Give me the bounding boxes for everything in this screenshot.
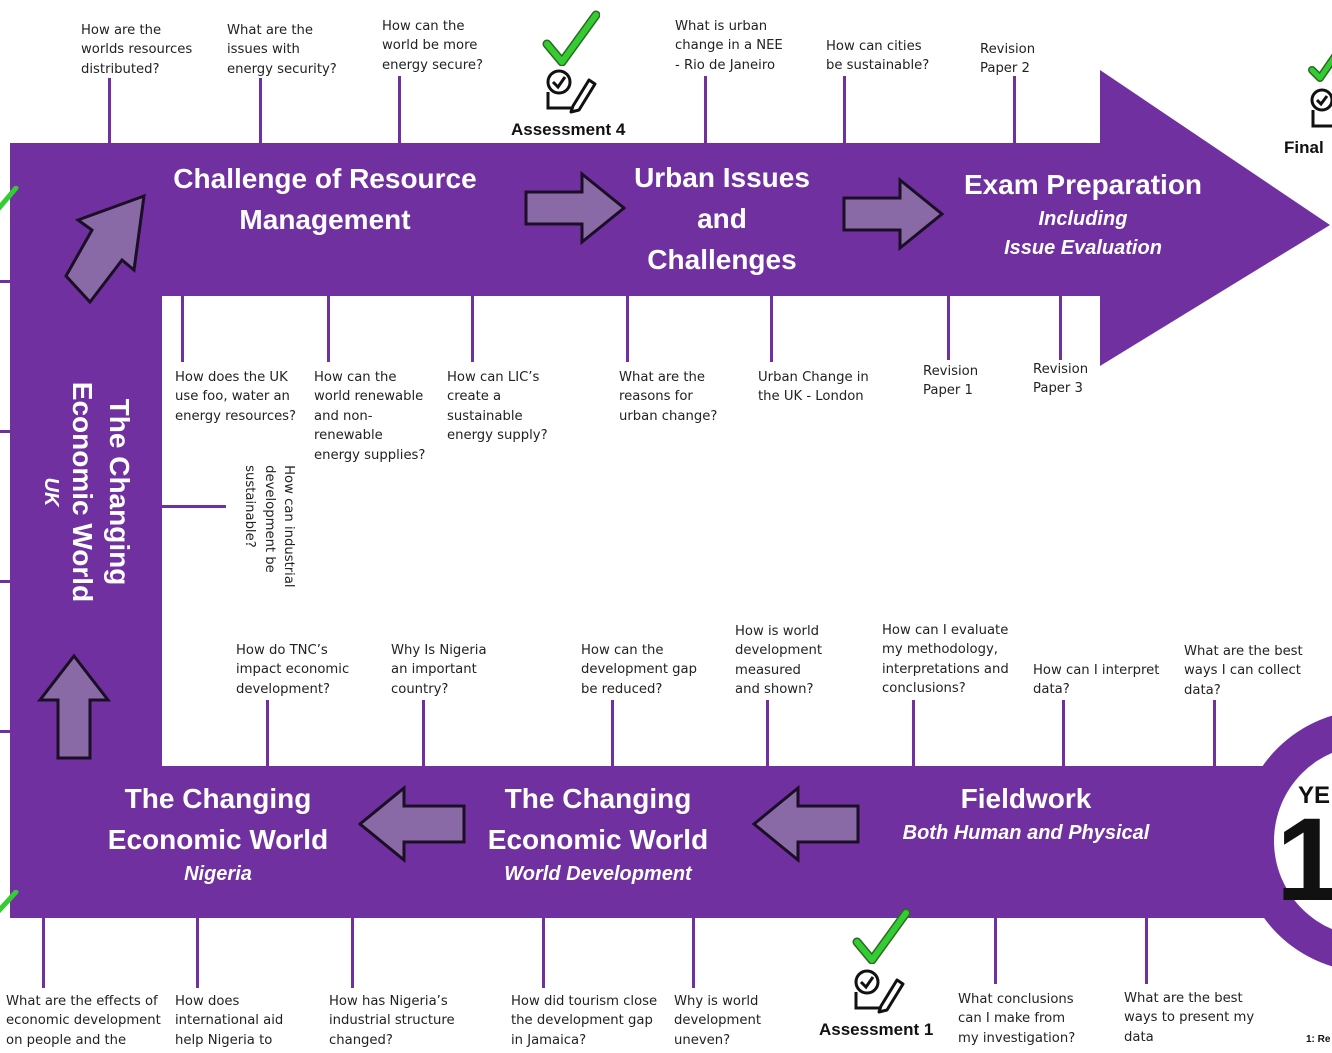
check-mark-icon <box>852 908 910 964</box>
section-subtitle-world-development: World Development <box>504 863 692 885</box>
year-badge-ring <box>1239 715 1332 967</box>
connector-line <box>843 76 846 144</box>
connector-line <box>1213 700 1216 766</box>
connector-line <box>994 918 997 984</box>
section-title-resource-management: Challenge of Resource Management <box>173 163 477 235</box>
check-mark-icon <box>0 186 19 211</box>
connector-line <box>542 918 545 988</box>
question-tnc-impact: How do TNC’s impact economic development… <box>236 643 350 697</box>
section-title-world-development: The Changing Economic World <box>487 783 709 855</box>
check-mark-icon <box>542 10 600 66</box>
question-collect-data: What are the best ways I can collect dat… <box>1184 644 1303 698</box>
question-evaluate-methodology: How can I evaluate my methodology, inter… <box>882 623 1009 697</box>
question-urban-change-reasons: What are the reasons for urban change? <box>619 370 718 424</box>
question-lic-energy: How can LIC’s create a sustainable energ… <box>447 370 548 444</box>
question-energy-supplies: How can the world renewable and non- ren… <box>314 370 426 463</box>
bottom-band <box>10 766 1332 918</box>
question-urban-change-uk: Urban Change in the UK - London <box>758 370 869 405</box>
connector-line <box>1145 918 1148 984</box>
year-badge-text: YE <box>1298 782 1331 809</box>
assessment-icon <box>854 969 905 1014</box>
connector-line <box>351 918 354 988</box>
question-uk-resources: How does the UK use foo, water an energy… <box>175 370 297 424</box>
section-subtitle-nigeria: Nigeria <box>184 863 252 885</box>
assessment-icon <box>546 69 597 114</box>
connector-line <box>912 700 915 766</box>
check-mark-icon <box>0 890 19 914</box>
question-industrial-sustainable: How can industrial development be sustai… <box>242 465 297 588</box>
connector-line <box>770 296 773 362</box>
final-assessment-label: Final <box>1284 138 1324 157</box>
arrow-left-icon <box>751 784 860 864</box>
question-conclusions: What conclusions can I make from my inve… <box>958 992 1076 1046</box>
connector-line <box>162 505 226 508</box>
question-world-dev-measured: How is world development measured and sh… <box>735 624 822 698</box>
section-title-nigeria: The Changing Economic World <box>107 783 329 855</box>
connector-line <box>626 296 629 362</box>
question-nigeria-important: Why Is Nigeria an important country? <box>391 643 487 697</box>
connector-line <box>0 580 12 583</box>
assessment-1-label: Assessment 1 <box>819 1020 934 1039</box>
connector-line <box>0 280 12 283</box>
section-title-urban-issues: Urban Issues and Challenges <box>634 162 810 275</box>
year-badge-number: 1 <box>1276 794 1332 926</box>
connector-line <box>1013 76 1016 144</box>
connector-line <box>42 918 45 988</box>
question-resources-distributed: How are the worlds resources distributed… <box>81 23 193 77</box>
revision-paper-2: Revision Paper 2 <box>980 42 1036 77</box>
question-dev-gap-reduced: How can the development gap be reduced? <box>581 643 698 697</box>
assessment-icon <box>1310 88 1332 128</box>
section-subtitle-fieldwork: Both Human and Physical <box>902 822 1150 844</box>
section-title-fieldwork: Fieldwork <box>960 783 1092 814</box>
connector-line <box>0 730 12 733</box>
arrow-up-icon <box>36 653 112 760</box>
arrow-up-right-icon <box>64 193 146 305</box>
connector-line <box>422 700 425 766</box>
check-mark-icon <box>1308 53 1332 82</box>
connector-line <box>266 700 269 766</box>
question-energy-secure: How can the world be more energy secure? <box>382 19 483 73</box>
question-urban-change-nee: What is urban change in a NEE - Rio de J… <box>675 19 783 73</box>
revision-paper-1: Revision Paper 1 <box>923 364 979 399</box>
connector-line <box>611 700 614 766</box>
question-tourism-gap: How did tourism close the development ga… <box>511 994 658 1048</box>
connector-line <box>196 918 199 988</box>
connector-line <box>108 78 111 144</box>
connector-line <box>947 296 950 360</box>
arrow-right-icon <box>524 170 627 246</box>
top-band-arrow-head <box>1100 70 1330 366</box>
question-industrial-structure: How has Nigeria’s industrial structure c… <box>329 994 455 1048</box>
connector-line <box>1062 700 1065 766</box>
connector-line <box>259 78 262 144</box>
footnote: 1: Re <box>1306 1034 1331 1045</box>
assessment-4-label: Assessment 4 <box>511 120 626 139</box>
connector-line <box>0 430 12 433</box>
question-sustainable-cities: How can cities be sustainable? <box>826 39 930 74</box>
question-world-dev-uneven: Why is world development uneven? <box>674 994 761 1048</box>
question-energy-security-issues: What are the issues with energy security… <box>227 23 337 77</box>
connector-line <box>766 700 769 766</box>
connector-line <box>327 296 330 362</box>
section-title-exam-preparation: Exam Preparation <box>963 169 1203 200</box>
arrow-left-icon <box>357 784 466 864</box>
question-effects-development: What are the effects of economic develop… <box>6 994 161 1048</box>
revision-paper-3: Revision Paper 3 <box>1033 362 1089 397</box>
connector-line <box>181 296 184 362</box>
connector-line <box>1059 296 1062 360</box>
connector-line <box>398 76 401 144</box>
section-subtitle-exam-preparation: Including Issue Evaluation <box>1004 208 1162 259</box>
connector-line <box>692 918 695 988</box>
arrow-right-icon <box>842 176 945 252</box>
question-interpret-data: How can I interpret data? <box>1033 663 1160 698</box>
question-international-aid: How does international aid help Nigeria … <box>175 994 284 1048</box>
connector-line <box>704 76 707 144</box>
question-present-data: What are the best ways to present my dat… <box>1124 991 1255 1045</box>
connector-line <box>471 296 474 362</box>
